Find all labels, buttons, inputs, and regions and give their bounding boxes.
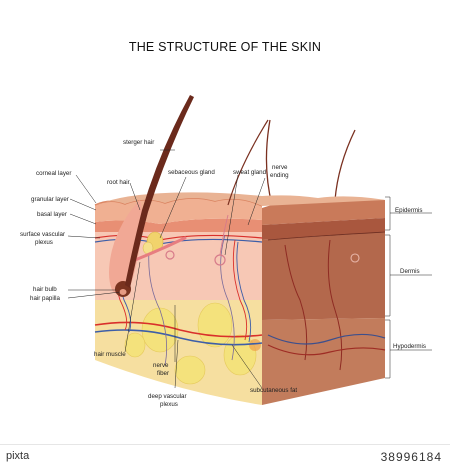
label-nerve-fiber-line1: nerve <box>153 362 169 369</box>
label-surface-vascular-line2: plexus <box>35 239 53 246</box>
label-nerve-fiber-line2: fiber <box>157 370 169 377</box>
label-surface-vascular-line1: surface vascular <box>20 231 65 238</box>
side-block <box>262 119 386 405</box>
label-sterger-hair: sterger hair <box>123 139 154 146</box>
label-deep-vascular-line1: deep vascular <box>148 393 187 400</box>
label-nerve-ending-line1: nerve <box>272 164 288 171</box>
hair-strand <box>227 119 269 206</box>
label-hypodermis: Hypodermis <box>393 343 426 350</box>
label-subcutaneous-fat: subcutaneous fat <box>250 387 297 394</box>
label-deep-vascular-line2: plexus <box>160 401 178 408</box>
label-hair-muscle: hair muscle <box>94 351 126 358</box>
label-hair-bulb: hair bulb <box>33 286 57 293</box>
sweat-glands <box>165 214 360 266</box>
label-hair-papilla: hair papilla <box>30 295 60 302</box>
hair-follicle <box>109 200 187 297</box>
stock-footer: pixta 38996184 <box>0 444 450 470</box>
label-epidermis: Epidermis <box>395 207 423 214</box>
leader-lines <box>67 149 432 389</box>
pixta-logo: pixta <box>6 450 30 462</box>
diagram-title: THE STRUCTURE OF THE SKIN <box>128 40 322 54</box>
label-corneal-layer: corneal layer <box>36 170 71 177</box>
label-sweat-gland: sweat gland <box>233 169 267 176</box>
label-nerve-ending-line2: ending <box>270 172 289 179</box>
label-root-hair: root hair <box>107 179 130 186</box>
label-sebaceous-gland: sebaceous gland <box>168 169 215 176</box>
main-hair <box>125 95 194 288</box>
label-basal-layer: basal layer <box>37 211 67 218</box>
label-dermis: Dermis <box>400 268 420 275</box>
label-granular-layer: granular layer <box>31 196 69 203</box>
image-id: 38996184 <box>380 450 442 464</box>
